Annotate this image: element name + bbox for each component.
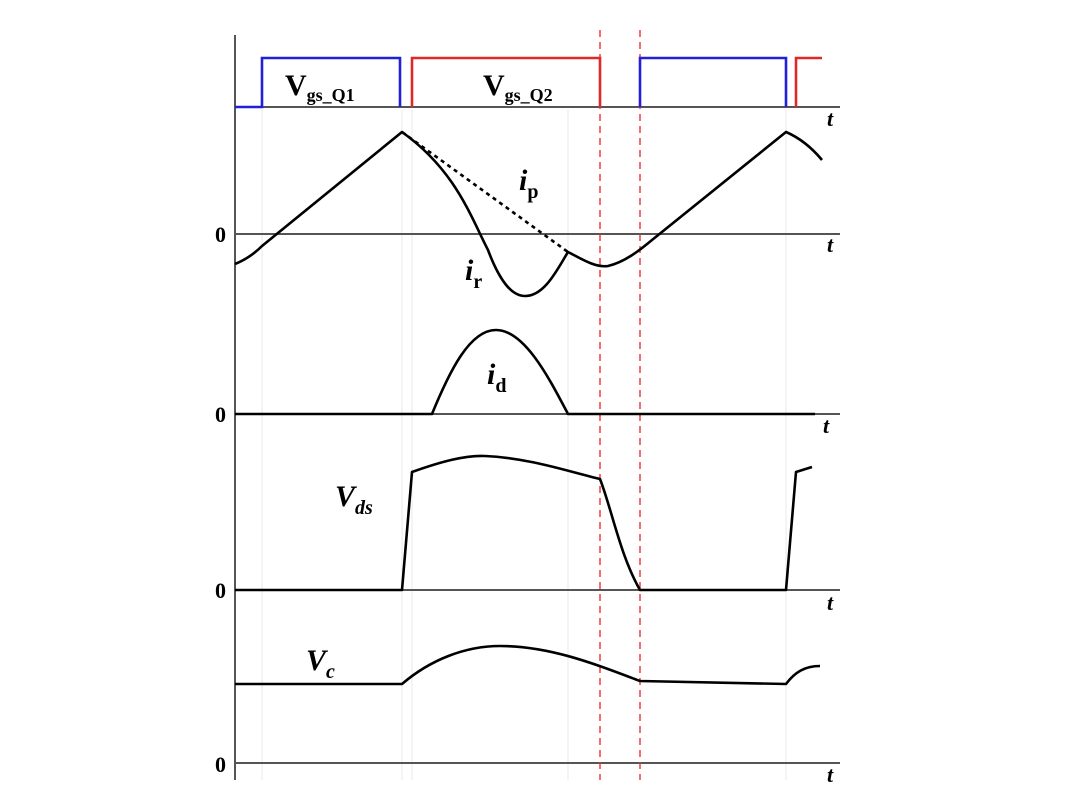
gate-pulse-q1 [638, 56, 788, 107]
ir-label: ir [465, 254, 482, 293]
gate-pulse-q2 [410, 56, 602, 107]
gate-label-q2: Vgs_Q2 [483, 69, 553, 105]
ip-label: ip [519, 164, 538, 203]
vc-label: Vc [306, 644, 335, 683]
gate-pulse-q1 [235, 56, 402, 109]
zero-label: 0 [215, 752, 226, 777]
vc-waveform [235, 644, 821, 686]
ip-waveform [401, 130, 569, 254]
time-label: t [827, 762, 834, 787]
time-label: t [827, 232, 834, 257]
zero-label: 0 [215, 222, 226, 247]
id-label: id [487, 358, 506, 397]
gate-label-q1: Vgs_Q1 [285, 69, 355, 105]
vds-label: Vds [335, 480, 373, 519]
vds-waveform [235, 454, 813, 592]
zero-label: 0 [215, 402, 226, 427]
time-label: t [827, 106, 834, 131]
zero-label: 0 [215, 578, 226, 603]
time-label: t [827, 590, 834, 615]
id-waveform [235, 328, 815, 416]
gate-pulse-q2 [794, 56, 822, 107]
time-label: t [823, 413, 830, 438]
ir-waveform [234, 130, 823, 298]
